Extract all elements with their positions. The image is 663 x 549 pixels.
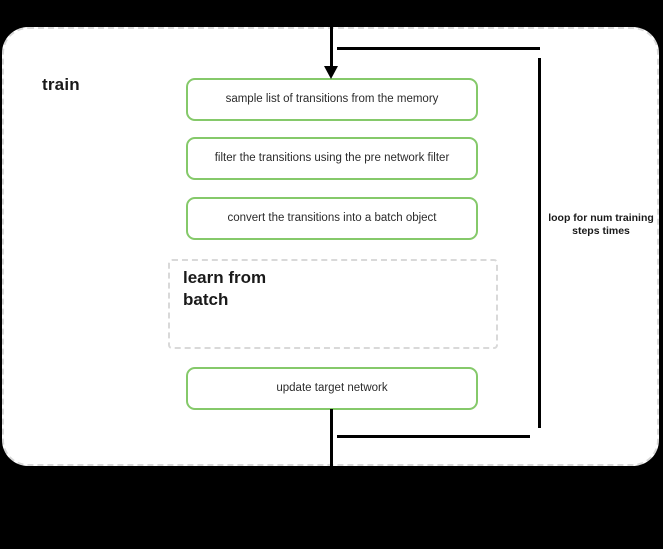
exit-edge-vertical [330,409,333,512]
loop-condition-label: loop for num training steps times [548,212,654,238]
step-label: convert the transitions into a batch obj… [227,211,437,224]
learn-from-batch-container[interactable]: learn from batch [168,259,498,349]
step-node-filter-transitions[interactable]: filter the transitions using the pre net… [186,137,478,180]
step-label: filter the transitions using the pre net… [214,151,450,164]
loop-edge-right-rail [538,58,541,428]
loop-edge-top [337,47,540,50]
entry-edge-vertical [330,0,333,70]
step-node-convert-transitions[interactable]: convert the transitions into a batch obj… [186,197,478,240]
step-label: sample list of transitions from the memo… [225,92,439,105]
loop-edge-corner-top-left [0,0,13,13]
loop-edge-corner-top-right [0,13,16,29]
step-node-sample-transitions[interactable]: sample list of transitions from the memo… [186,78,478,121]
loop-edge-bottom [337,435,530,438]
step-node-update-target-network[interactable]: update target network [186,367,478,410]
subgroup-title: learn from batch [183,268,267,310]
page-title: train [42,75,80,94]
arrowhead-down-icon [324,66,338,79]
step-label: update target network [276,381,388,394]
